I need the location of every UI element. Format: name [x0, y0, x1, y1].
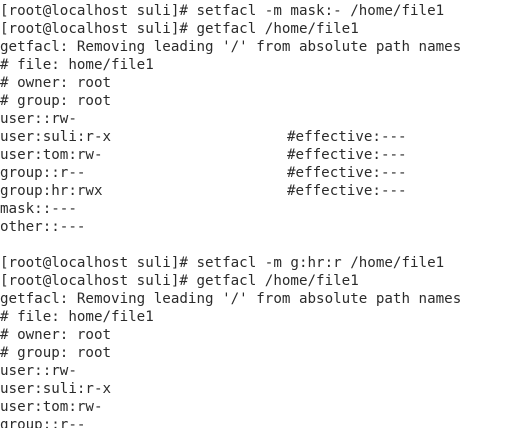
effective-permission-text: #effective:---: [287, 165, 407, 181]
terminal-line: # group: root: [0, 92, 527, 110]
terminal-line-text: # group: root: [0, 345, 112, 361]
terminal-line-text: getfacl: Removing leading '/' from absol…: [0, 39, 462, 55]
terminal-line: # file: home/file1: [0, 56, 527, 74]
terminal-line: group::r-- #effective:---: [0, 164, 527, 182]
terminal-line: user::rw-: [0, 110, 527, 128]
terminal-line-text: # group: root: [0, 93, 112, 109]
terminal-line-text: other::---: [0, 219, 86, 235]
terminal-line: [root@localhost suli]# getfacl /home/fil…: [0, 272, 527, 290]
terminal-line: user::rw-: [0, 362, 527, 380]
terminal-line: user:suli:r-x #effective:---: [0, 128, 527, 146]
terminal-line: user:suli:r-x: [0, 380, 527, 398]
terminal-line-text: [root@localhost suli]# getfacl /home/fil…: [0, 273, 359, 289]
terminal-line-text: user:tom:rw-: [0, 399, 103, 415]
terminal-line: user:tom:rw-: [0, 398, 527, 416]
terminal-line: [root@localhost suli]# getfacl /home/fil…: [0, 20, 527, 38]
terminal-line: other::---: [0, 218, 527, 236]
terminal-line-text: [root@localhost suli]# getfacl /home/fil…: [0, 21, 359, 37]
terminal-line-text: group::r--: [0, 165, 86, 181]
terminal-line-text: group::r--: [0, 417, 86, 428]
terminal-line-text: # owner: root: [0, 75, 112, 91]
terminal-line: # group: root: [0, 344, 527, 362]
terminal-line-text: getfacl: Removing leading '/' from absol…: [0, 291, 462, 307]
terminal-line-text: user::rw-: [0, 363, 77, 379]
effective-permission-text: #effective:---: [287, 129, 407, 145]
terminal-line: group:hr:rwx #effective:---: [0, 182, 527, 200]
terminal-line: # owner: root: [0, 326, 527, 344]
terminal-line-text: mask::---: [0, 201, 77, 217]
terminal-line: getfacl: Removing leading '/' from absol…: [0, 290, 527, 308]
effective-permission-text: #effective:---: [287, 147, 407, 163]
terminal-line-text: user:suli:r-x: [0, 129, 112, 145]
terminal-line-text: [root@localhost suli]# setfacl -m mask:-…: [0, 3, 445, 19]
terminal-line: [root@localhost suli]# setfacl -m g:hr:r…: [0, 254, 527, 272]
terminal-line: group::r--: [0, 416, 527, 428]
terminal-line: getfacl: Removing leading '/' from absol…: [0, 38, 527, 56]
terminal-line-text: user:tom:rw-: [0, 147, 103, 163]
effective-permission-text: #effective:---: [287, 183, 407, 199]
terminal-line: [0, 236, 527, 254]
terminal-line-text: [root@localhost suli]# setfacl -m g:hr:r…: [0, 255, 445, 271]
terminal-line: # file: home/file1: [0, 308, 527, 326]
terminal-line-text: user:suli:r-x: [0, 381, 112, 397]
terminal-line: mask::---: [0, 200, 527, 218]
terminal-line: # owner: root: [0, 74, 527, 92]
terminal-line-text: group:hr:rwx: [0, 183, 103, 199]
terminal-line-text: # file: home/file1: [0, 309, 154, 325]
terminal-line-text: user::rw-: [0, 111, 77, 127]
terminal-line: [root@localhost suli]# setfacl -m mask:-…: [0, 2, 527, 20]
terminal-line: user:tom:rw- #effective:---: [0, 146, 527, 164]
terminal-line-text: # owner: root: [0, 327, 112, 343]
terminal-line-text: # file: home/file1: [0, 57, 154, 73]
